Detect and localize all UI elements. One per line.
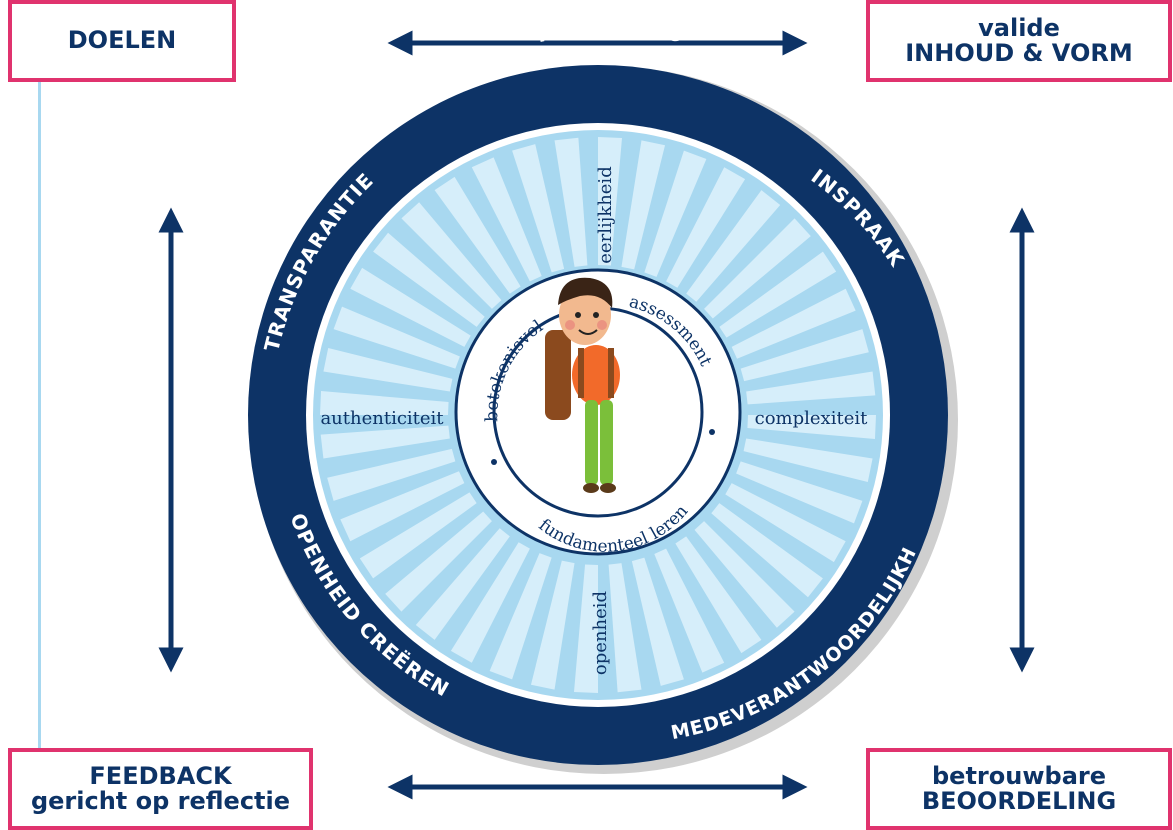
wheel-ray	[574, 564, 598, 693]
wheel-ray	[340, 471, 465, 542]
wheel-ray	[320, 425, 450, 459]
wheel-ray	[385, 511, 492, 612]
wheel-ray	[675, 536, 762, 654]
wheel-ray	[644, 150, 707, 277]
wheel-ray	[323, 347, 453, 392]
inner-label-bottom: openheid	[590, 591, 611, 675]
wheel-ray	[740, 329, 869, 382]
wheel-ray	[736, 461, 863, 524]
wheel-ray	[719, 251, 837, 338]
wheel-ray	[666, 167, 746, 288]
wheel-ray	[608, 563, 642, 693]
inner-label-left: authenticiteit	[320, 408, 444, 429]
feedback-line2: gericht op reflectie	[30, 787, 291, 815]
wheel-ray	[694, 521, 795, 628]
inhoud-vorm-line2: INHOUD & VORM	[905, 39, 1133, 67]
beoordeling-line1: betrouwbare	[932, 761, 1106, 790]
inhoud-vorm-box: valide INHOUD & VORM	[866, 0, 1172, 82]
wheel-ray	[731, 288, 856, 359]
feedback-box: FEEDBACK gericht op reflectie	[8, 748, 313, 830]
wheel-ray	[450, 542, 530, 663]
center-dot-right	[709, 429, 715, 435]
wheel-ray	[373, 232, 485, 327]
wheel-ray	[471, 157, 542, 282]
wheel-ray	[434, 176, 521, 294]
wheel-ray	[415, 528, 510, 640]
wheel-ray	[350, 267, 471, 347]
wheel-ray	[598, 137, 622, 266]
wheel-ray	[725, 483, 846, 563]
feedback-line1: FEEDBACK	[89, 761, 232, 790]
wheel-ray	[743, 438, 873, 483]
wheel-ray	[621, 140, 666, 270]
wheel-ray	[654, 548, 725, 673]
left-connector-line	[38, 82, 41, 748]
beoordeling-box: betrouwbare BEOORDELING	[866, 748, 1172, 830]
wheel-ray	[530, 560, 575, 690]
inhoud-vorm-line1: valide	[978, 13, 1060, 42]
wheel-ray	[686, 190, 781, 302]
wheel-ray	[747, 415, 876, 439]
beoordeling-line2: BEOORDELING	[921, 787, 1117, 815]
wheel-ray	[489, 553, 552, 680]
wheel-ray	[711, 503, 823, 598]
wheel-ray	[333, 306, 460, 369]
student-illustration	[545, 277, 620, 493]
wheel-ray	[327, 448, 456, 501]
wheel-ray	[401, 202, 502, 309]
wheel-ray	[554, 137, 588, 267]
inner-label-top: eerlijkheid	[595, 166, 616, 263]
wheel-ray	[631, 557, 684, 686]
doelen-label: DOELEN	[67, 26, 177, 55]
wheel-ray	[704, 218, 811, 319]
doelen-box: DOELEN	[8, 0, 236, 82]
inner-label-right: complexiteit	[755, 408, 868, 429]
wheel-ray	[512, 144, 565, 273]
center-dot-left	[491, 459, 497, 465]
wheel-ray	[746, 371, 876, 405]
wheel-ray	[320, 391, 449, 415]
wheel-ray	[359, 492, 477, 579]
wheel-rays	[320, 137, 876, 693]
